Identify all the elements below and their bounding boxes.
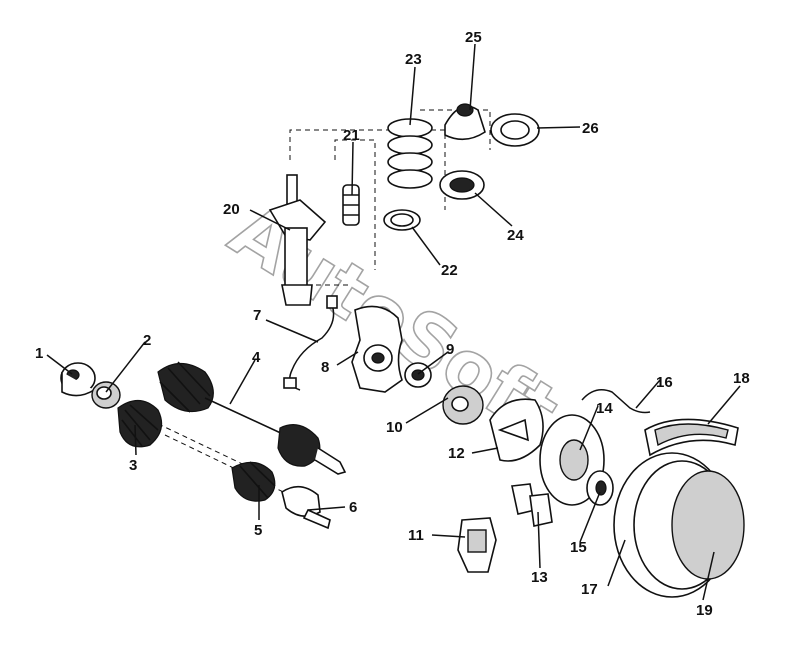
callout-21: 21: [343, 127, 360, 144]
leader-lines: [46, 43, 741, 601]
part-19-wheel-face: [671, 470, 745, 580]
callout-4: 4: [252, 349, 261, 366]
callout-2: 2: [143, 332, 151, 349]
part-7-brake-hose: [283, 295, 338, 391]
part-12-splash-shield: [489, 398, 544, 462]
part-5-boot: [231, 461, 276, 502]
part-3-boot: [117, 399, 163, 448]
callout-6: 6: [349, 499, 357, 516]
part-6-inner-joint: [281, 485, 331, 530]
callout-11: 11: [408, 527, 424, 544]
callout-22: 22: [441, 262, 458, 279]
callout-5: 5: [254, 522, 262, 539]
part-20-shock-absorber: [268, 174, 327, 306]
callout-24: 24: [507, 227, 524, 244]
callout-25: 25: [465, 29, 482, 46]
callout-23: 23: [405, 51, 422, 68]
part-24-mount-bearing: [439, 170, 485, 200]
callout-26: 26: [582, 120, 599, 137]
callout-16: 16: [656, 374, 673, 391]
callout-10: 10: [386, 419, 403, 436]
callout-14: 14: [596, 400, 613, 417]
callout-12: 12: [448, 445, 465, 462]
part-21-bump-stop: [342, 184, 360, 226]
part-1-cv-joint: [60, 362, 96, 397]
part-11-caliper: [457, 517, 497, 573]
callout-13: 13: [531, 569, 548, 586]
callout-20: 20: [223, 201, 240, 218]
part-16-sensor-wire: [581, 389, 651, 414]
callout-1: 1: [35, 345, 43, 362]
part-22-spring-seat: [383, 209, 421, 231]
part-15-cap: [586, 470, 614, 506]
callout-19: 19: [696, 602, 713, 619]
part-8-steering-knuckle: [351, 305, 403, 393]
part-26-bearing-plate: [490, 113, 540, 147]
callout-15: 15: [570, 539, 587, 556]
part-13-brake-pads: [511, 483, 553, 527]
callout-17: 17: [581, 581, 598, 598]
part-25-strut-mount: [444, 103, 486, 141]
part-18-mudguard: [644, 418, 739, 457]
callout-7: 7: [253, 307, 261, 324]
callout-8: 8: [321, 359, 329, 376]
callout-labels: 1 2 3 4 5 6 7 8 9 10 11 12 13 14 15 16 1…: [35, 29, 750, 619]
part-23-coil-spring: [387, 118, 433, 189]
part-4-drive-shaft: [157, 361, 347, 475]
part-10-hub: [442, 385, 484, 425]
callout-18: 18: [733, 370, 750, 387]
callout-3: 3: [129, 457, 137, 474]
callout-9: 9: [446, 341, 454, 358]
part-2-ring: [91, 381, 121, 409]
